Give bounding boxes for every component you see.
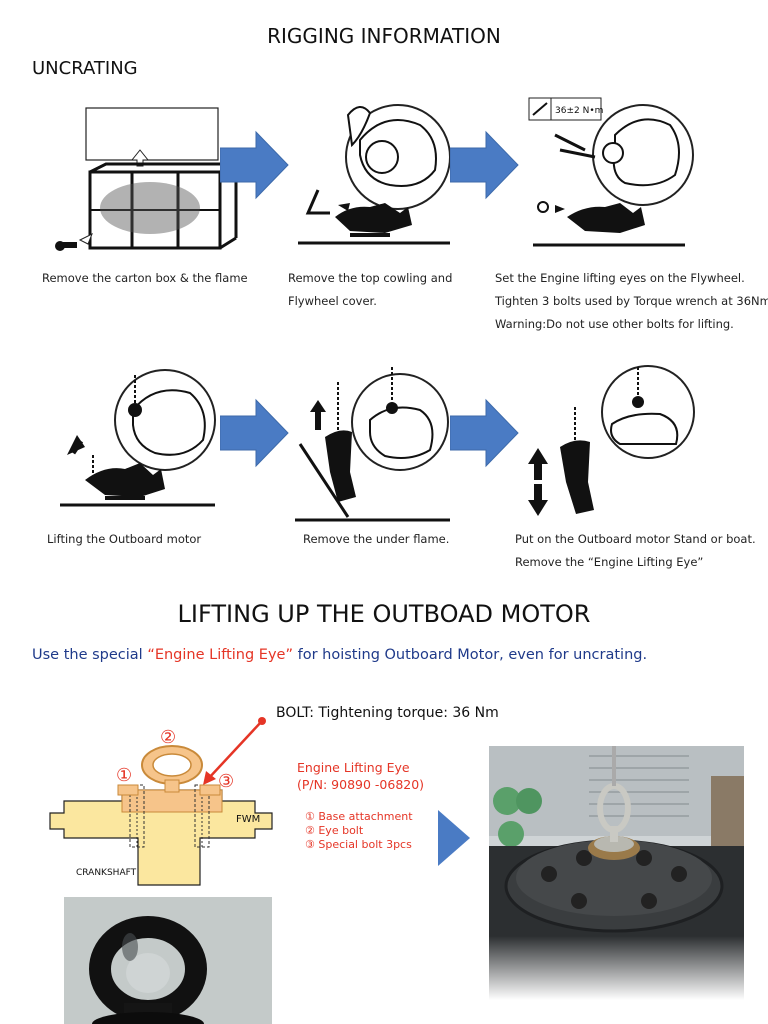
arrow-right-icon <box>438 810 470 866</box>
part-list-item: ③ Special bolt 3pcs <box>305 838 412 851</box>
lifting-eye-photo <box>64 897 272 1024</box>
section-title: UNCRATING <box>32 58 138 79</box>
arrow-right-icon <box>450 130 519 200</box>
part-list-item: ① Base attachment <box>305 810 413 823</box>
step-2-caption: Remove the top cowling and Flywheel cove… <box>288 271 453 308</box>
lifting-eye-install-illustration: 36±2 N•m <box>528 97 694 247</box>
label-3: ③ <box>218 771 234 792</box>
step-3-caption: Set the Engine lifting eyes on the Flywh… <box>495 271 768 331</box>
page-title: RIGGING INFORMATION <box>267 24 501 48</box>
part-list: ① Base attachment ② Eye bolt ③ Special b… <box>305 810 413 852</box>
step-4-caption: Lifting the Outboard motor <box>47 532 202 546</box>
bolt-label: BOLT: Tightening torque: 36 Nm <box>276 705 499 721</box>
lifting-motor-illustration <box>60 369 216 507</box>
cowling-removal-illustration <box>298 104 451 245</box>
step-1-caption: Remove the carton box & the flame <box>42 271 248 285</box>
arrow-right-icon <box>220 130 289 200</box>
crankshaft-label: CRANKSHAFT <box>76 868 137 878</box>
place-on-stand-illustration <box>528 365 695 516</box>
lifting-eye-diagram: ② ① ③ FWM CRANKSHAFT <box>49 717 273 886</box>
fwm-label: FWM <box>236 814 260 825</box>
lifting-note: Use the special “Engine Lifting Eye” for… <box>32 647 648 663</box>
part-name: Engine Lifting Eye <box>297 760 410 775</box>
part-number: (P/N: 90890 -06820) <box>297 777 425 792</box>
label-1: ① <box>116 765 132 786</box>
step-6-caption: Put on the Outboard motor Stand or boat.… <box>515 532 756 569</box>
crate-illustration <box>55 107 238 251</box>
remove-under-frame-illustration <box>295 367 450 522</box>
part-list-item: ② Eye bolt <box>305 824 364 837</box>
torque-badge: 36±2 N•m <box>555 106 603 116</box>
lifting-title: LIFTING UP THE OUTBOAD MOTOR <box>177 600 591 628</box>
step-5-caption: Remove the under flame. <box>303 532 450 546</box>
arrow-right-icon <box>450 398 519 468</box>
flywheel-photo <box>489 746 744 1000</box>
arrow-right-icon <box>220 398 289 468</box>
label-2: ② <box>160 727 176 748</box>
